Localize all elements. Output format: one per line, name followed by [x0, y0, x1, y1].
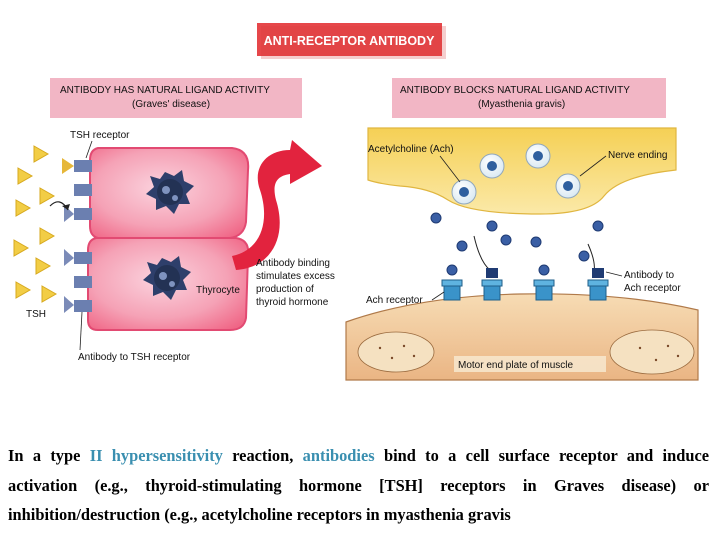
caption-part-2: reaction, — [222, 446, 303, 465]
binding-label-2: stimulates excess — [256, 271, 335, 282]
ach-label: Acetylcholine (Ach) — [368, 144, 454, 155]
tsh-label: TSH — [26, 309, 46, 320]
caption-part-1: In a type — [8, 446, 90, 465]
nucleus-icon — [146, 170, 194, 214]
antibody-to-tsh-label: Antibody to TSH receptor — [78, 352, 191, 363]
caption-keyword-hypersensitivity: II hypersensitivity — [89, 446, 223, 465]
figure-title: ANTI-RECEPTOR ANTIBODY — [264, 34, 436, 48]
type-ii-hypersensitivity-diagram: ANTI-RECEPTOR ANTIBODY ANTIBODY HAS NATU… — [13, 23, 699, 381]
antibody-to-ach-label-2: Ach receptor — [624, 283, 681, 294]
right-panel-header: ANTIBODY BLOCKS NATURAL LIGAND ACTIVITY … — [392, 78, 666, 118]
left-header-subtitle: (Graves' disease) — [132, 99, 210, 110]
binding-label-4: thyroid hormone — [256, 297, 329, 308]
tsh-receptor-label: TSH receptor — [70, 130, 130, 141]
right-header-title: ANTIBODY BLOCKS NATURAL LIGAND ACTIVITY — [400, 85, 630, 96]
ach-receptors — [441, 264, 609, 301]
figure-title-box: ANTI-RECEPTOR ANTIBODY — [257, 23, 446, 59]
left-panel-header: ANTIBODY HAS NATURAL LIGAND ACTIVITY (Gr… — [50, 78, 302, 118]
motor-end-plate — [345, 293, 699, 381]
caption-part-3: bind to a cell surface receptor and indu… — [8, 446, 710, 524]
thyrocyte-label: Thyrocyte — [196, 285, 240, 296]
binding-label-1: Antibody binding — [256, 258, 330, 269]
nerve-ending-label: Nerve ending — [608, 150, 667, 161]
tsh-receptors — [62, 158, 92, 313]
binding-label-3: production of — [256, 284, 314, 295]
right-header-subtitle: (Myasthenia gravis) — [478, 99, 565, 110]
left-header-title: ANTIBODY HAS NATURAL LIGAND ACTIVITY — [60, 85, 270, 96]
stimulation-arrow-icon — [232, 140, 322, 270]
nerve-ending — [367, 127, 677, 215]
acetylcholine-molecules — [430, 212, 604, 262]
tsh-ligands — [13, 145, 58, 303]
motor-end-plate-label: Motor end plate of muscle — [458, 360, 573, 371]
ach-receptor-label: Ach receptor — [366, 295, 423, 306]
caption-keyword-antibodies: antibodies — [302, 446, 375, 465]
nucleus-icon — [143, 256, 191, 300]
vesicles — [451, 143, 581, 205]
antibody-to-ach-label-1: Antibody to — [624, 270, 674, 281]
figure-caption: In a type II hypersensitivity reaction, … — [8, 441, 709, 530]
